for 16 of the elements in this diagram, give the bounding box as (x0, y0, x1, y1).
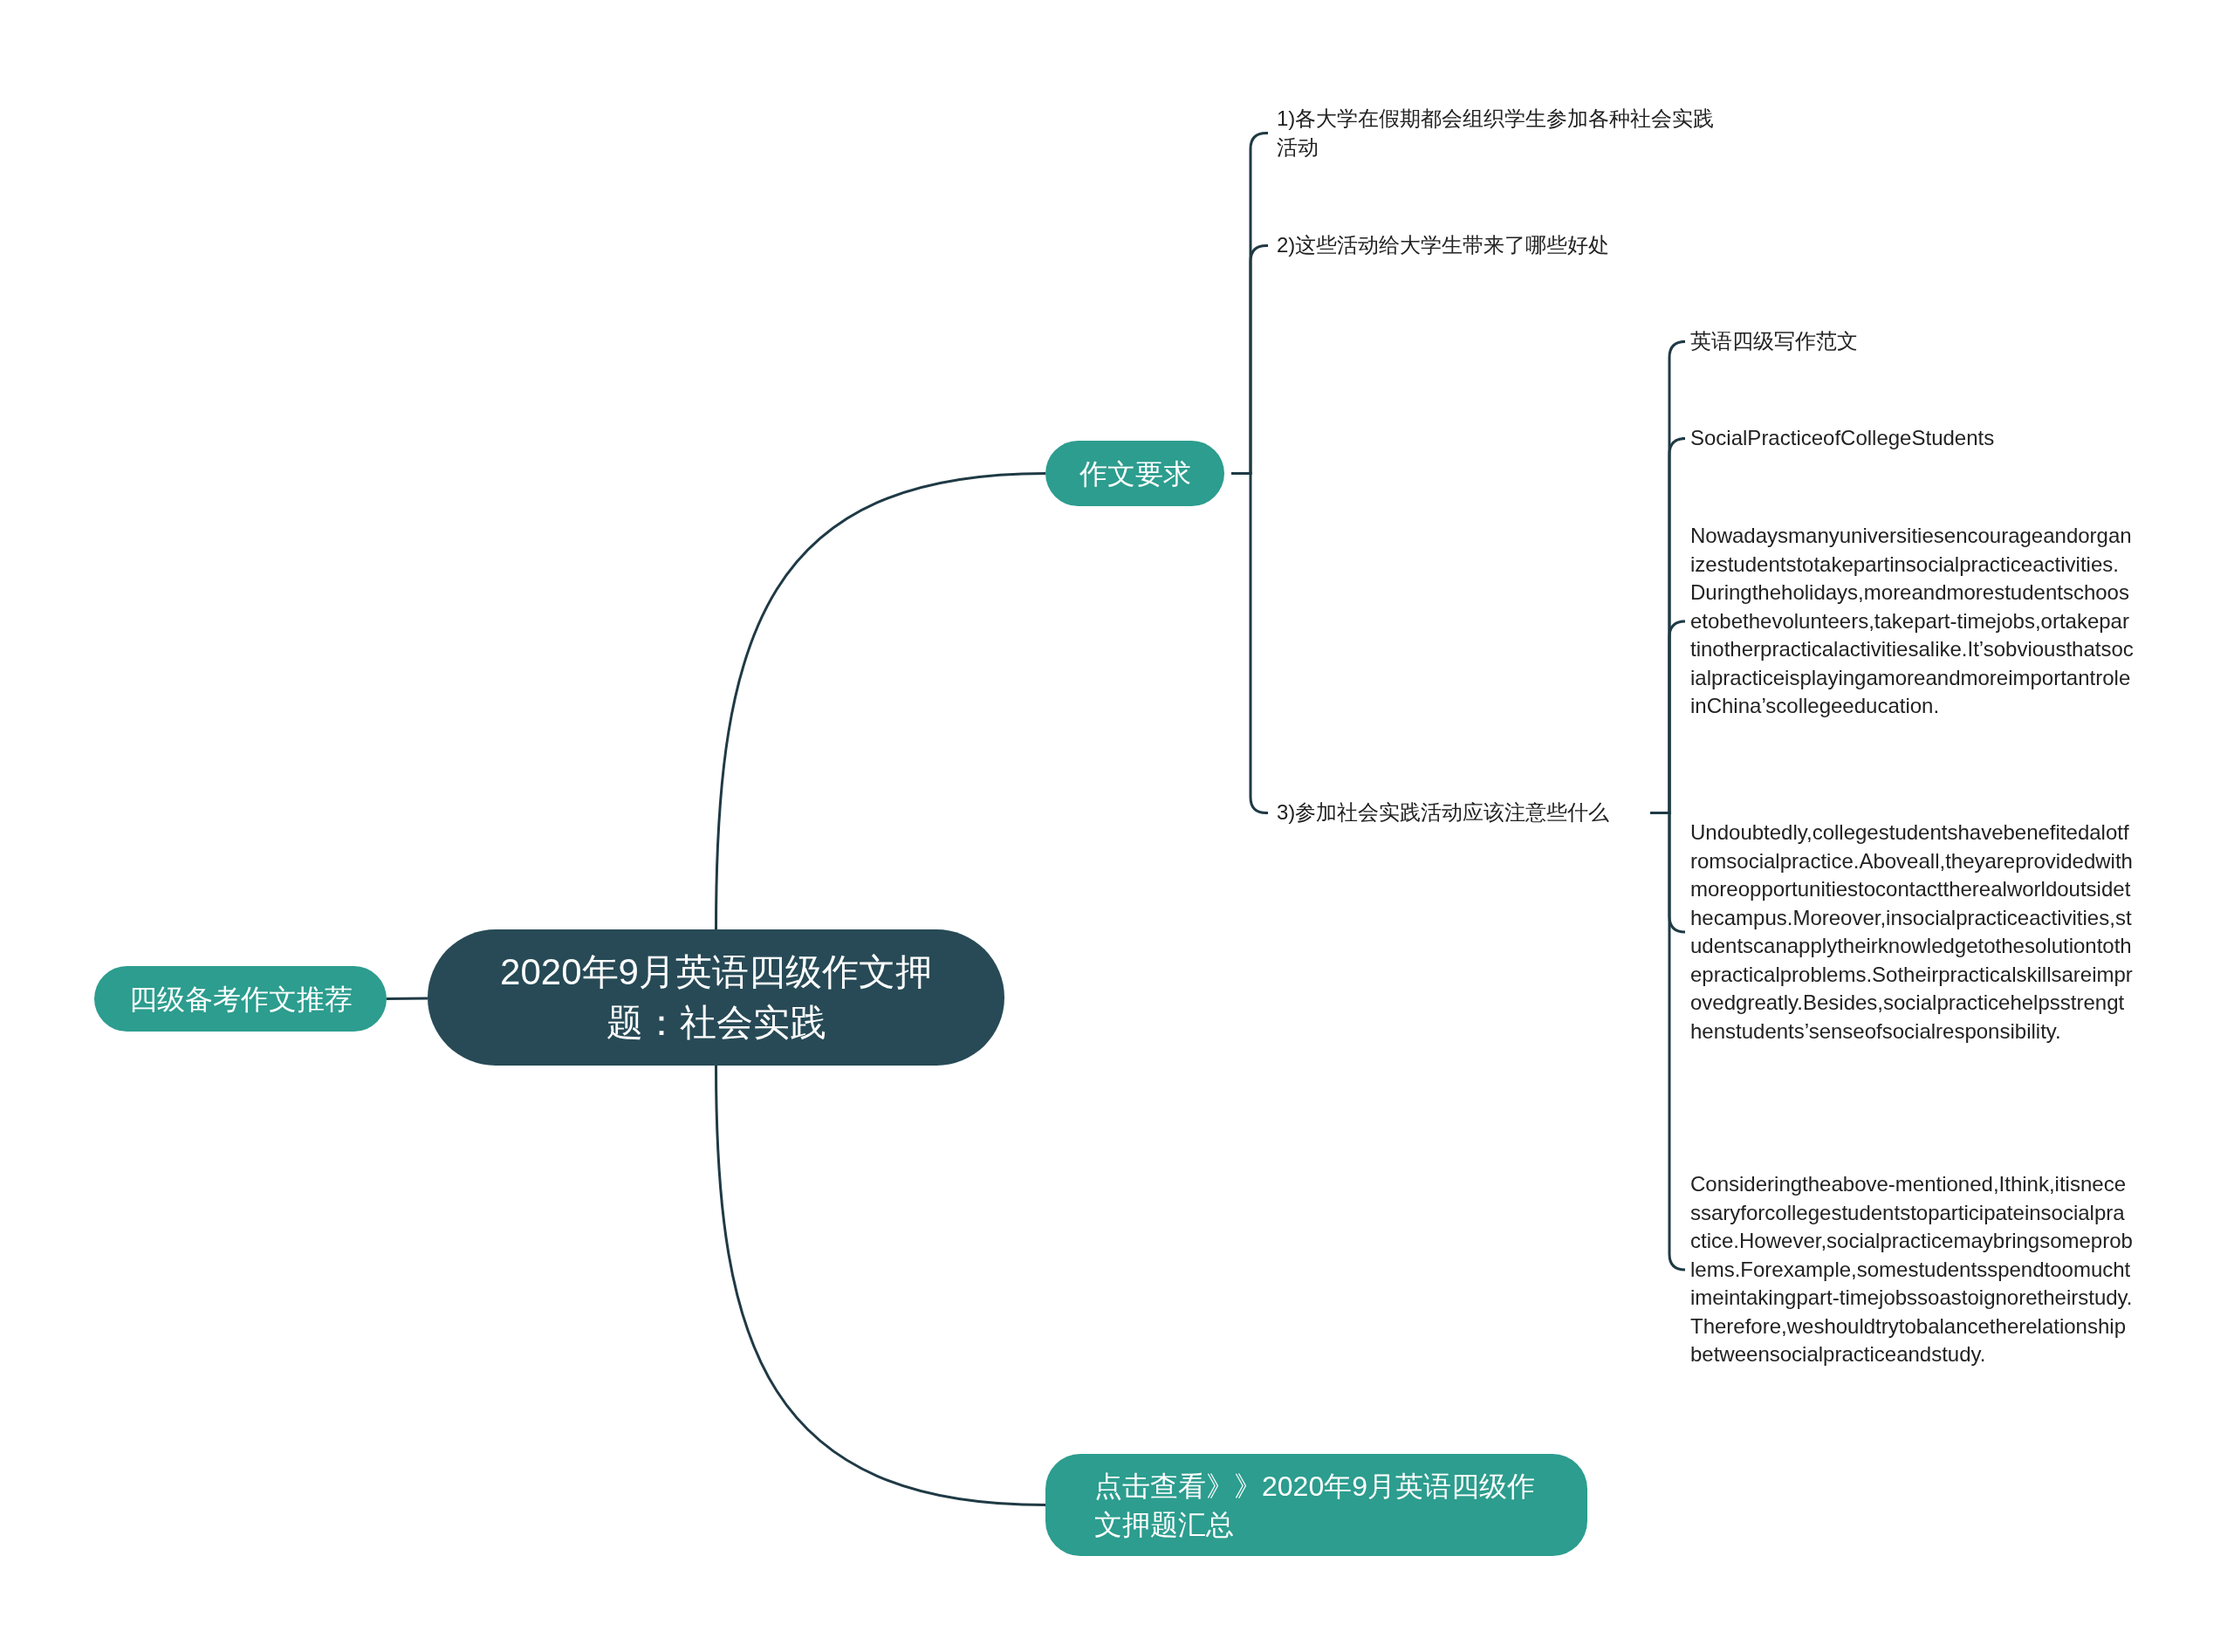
branch-text: 2)这些活动给大学生带来了哪些好处 (1277, 231, 1730, 260)
branch-text: 3)参加社会实践活动应该注意些什么 (1277, 799, 1643, 827)
branch-text: 英语四级写作范文 (1690, 327, 2127, 356)
branch-text: SocialPracticeofCollegeStudents (1690, 424, 2127, 453)
topic-box: 作文要求 (1045, 441, 1224, 506)
central-topic-box: 2020年9月英语四级作文押题：社会实践 (428, 929, 1004, 1066)
connector-line (715, 472, 1046, 930)
branch-text: 1)各大学在假期都会组织学生参加各种社会实践活动 (1277, 105, 1730, 161)
topic-box: 点击查看》》2020年9月英语四级作文押题汇总 (1045, 1454, 1587, 1556)
connector-line (1650, 812, 1687, 1272)
connector-line (715, 1065, 1046, 1506)
topic-box: 四级备考作文推荐 (94, 966, 387, 1032)
paragraph-text: Undoubtedly,collegestudentshavebenefitedalotfromsocialpractice.Aboveall,theyareprovidedwithmoreopportunitiestocontacttherealworldoutsidethecampus.Moreover,insocialpracticeactivities,studentscanapplytheirknowledgetothesolutiontothepracticalproblems.Sotheirpracticalskillsareimprovedgreatly.Besides,socialpracticehelpsstrengthenstudents’senseofsocialresponsibility. (1690, 819, 2134, 1045)
connector-line (387, 997, 428, 1000)
paragraph-text: Nowadaysmanyuniversitiesencourageandorganizestudentstotakepartinsocialpracticeactivities.Duringtheholidays,moreandmorestudentschoosetobethevolunteers,takepart-timejobs,ortakepartinotherpracticalactivitiesalike.It’sobviousthatsocialpracticeisplayingamoreandmoreimportantroleinChina’scollegeeducation. (1690, 522, 2134, 721)
paragraph-text: Consideringtheabove-mentioned,Ithink,itisnecessaryforcollegestudentstoparticipateinsocialpractice.However,socialpracticemaybringsomeproblems.Forexample,somestudentsspendtoomuchtimeintakingpart-timejobssoastoignoretheirstudy.Therefore,weshouldtrytobalancetherelationshipbetweensocialpracticeandstudy. (1690, 1170, 2134, 1369)
